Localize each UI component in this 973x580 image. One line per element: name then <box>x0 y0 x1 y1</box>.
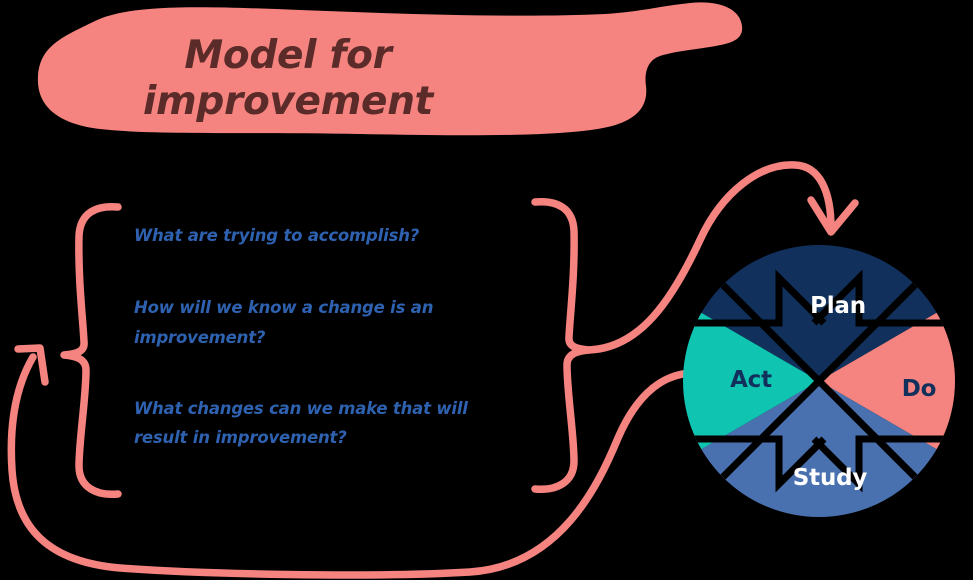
cycle-segment-act[interactable] <box>681 312 819 450</box>
separator-se <box>816 378 918 480</box>
cycle-label-act: Act <box>730 367 772 393</box>
cycle-arrow-notches <box>683 269 955 493</box>
cycle-segment-study[interactable] <box>700 381 938 520</box>
title-line-2: improvement <box>143 79 435 124</box>
title-blob-group: Model for improvement <box>37 2 743 136</box>
feedback-loop-arrowhead <box>14 344 49 386</box>
question-3-line-1: What changes can we make that will <box>134 399 468 418</box>
notch-do-to-study <box>811 435 955 493</box>
cycle-label-do: Do <box>902 376 937 402</box>
arrow-into-cycle-head <box>807 196 859 236</box>
right-brace-path <box>531 197 593 493</box>
left-brace <box>60 202 122 498</box>
notch-study-to-act <box>683 435 827 493</box>
cycle-label-study: Study <box>793 465 868 491</box>
feedback-loop-path <box>7 353 704 579</box>
title-blob-shape <box>37 2 743 136</box>
question-3-line-2: result in improvement? <box>134 428 347 447</box>
title-line-1: Model for <box>184 33 394 78</box>
question-1-line-1: What are trying to accomplish? <box>134 226 420 245</box>
questions-group: What are trying to accomplish? How will … <box>134 226 468 447</box>
left-brace-path <box>60 202 122 498</box>
cycle-label-plan: Plan <box>810 293 866 319</box>
arrow-into-cycle <box>585 161 859 354</box>
separator-sw <box>720 378 822 480</box>
question-2-line-2: improvement? <box>134 328 266 347</box>
question-2-line-1: How will we know a change is an <box>134 298 433 317</box>
notch-act-to-plan <box>683 269 827 327</box>
notch-plan-to-do <box>811 269 955 327</box>
cycle-segment-do[interactable] <box>819 312 957 450</box>
pdsa-cycle-wheel: Plan Do Study Act <box>681 242 957 520</box>
separator-ne <box>816 282 918 384</box>
cycle-segment-plan-body[interactable] <box>700 242 938 381</box>
arrow-into-cycle-path <box>585 161 835 354</box>
feedback-loop <box>7 344 704 579</box>
right-brace <box>531 197 593 493</box>
separator-nw <box>720 282 822 384</box>
